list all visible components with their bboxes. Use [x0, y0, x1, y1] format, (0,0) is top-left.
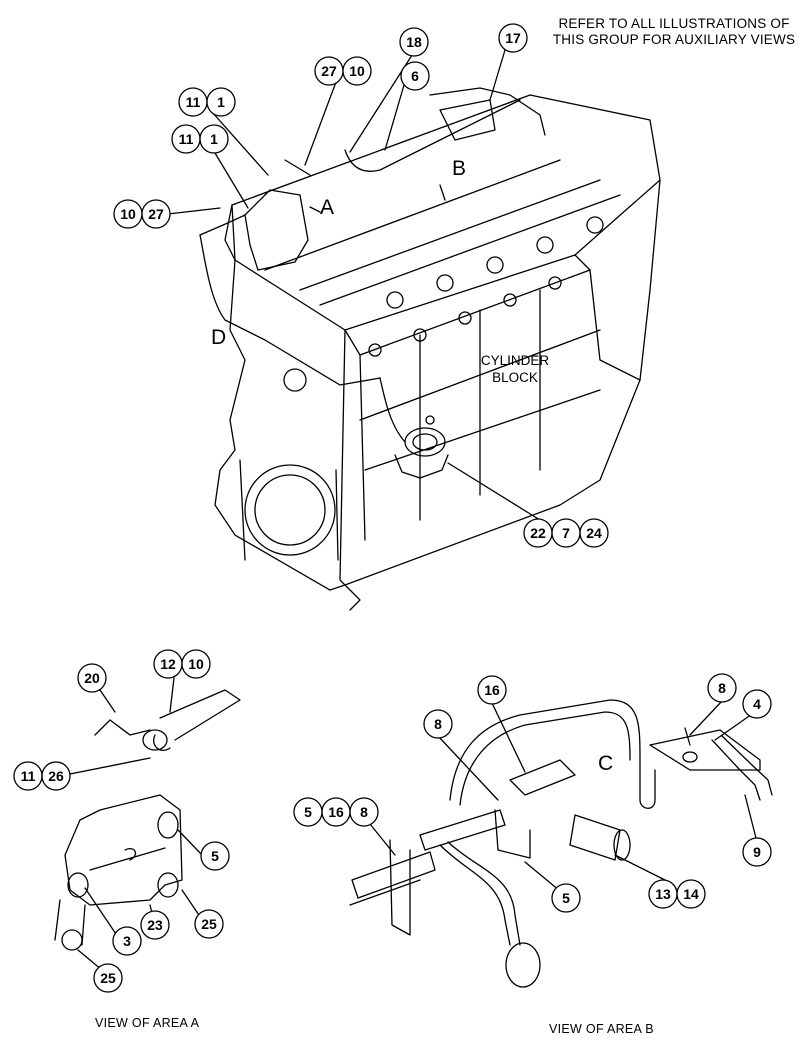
svg-text:13: 13	[655, 886, 671, 902]
callout-1-mid: 1	[199, 124, 229, 154]
svg-text:25: 25	[100, 970, 116, 986]
svg-text:10: 10	[349, 63, 365, 79]
svg-text:26: 26	[48, 768, 64, 784]
svg-text:11: 11	[186, 94, 201, 110]
svg-text:11: 11	[21, 768, 36, 784]
area-letter-d: D	[211, 326, 227, 349]
callout-5-view-b-left: 5	[293, 797, 323, 827]
callout-1-top: 1	[206, 87, 236, 117]
callout-23: 23	[140, 910, 170, 940]
svg-text:20: 20	[84, 670, 100, 686]
svg-text:1: 1	[210, 131, 218, 147]
callout-13: 13	[648, 879, 678, 909]
callout-26: 26	[41, 761, 71, 791]
callout-10-left: 10	[113, 199, 143, 229]
callout-7: 7	[551, 518, 581, 548]
callout-10-view-a: 10	[181, 649, 211, 679]
callout-16-view-b: 16	[477, 675, 507, 705]
view-b-leader-lines	[369, 700, 758, 892]
svg-text:18: 18	[406, 34, 422, 50]
callout-16-view-b-left: 16	[321, 797, 351, 827]
callout-5-view-a: 5	[200, 841, 230, 871]
callout-4: 4	[742, 689, 772, 719]
area-letter-a: A	[320, 196, 335, 219]
view-b-caption: VIEW OF AREA B	[549, 1022, 654, 1036]
callout-22: 22	[523, 518, 553, 548]
svg-text:5: 5	[304, 804, 312, 820]
svg-text:25: 25	[201, 916, 217, 932]
callout-10: 10	[342, 56, 372, 86]
reference-note-line-2: THIS GROUP FOR AUXILIARY VIEWS	[552, 32, 796, 47]
svg-text:27: 27	[321, 63, 337, 79]
callout-5-view-b: 5	[551, 883, 581, 913]
callout-3: 3	[112, 926, 142, 956]
svg-text:22: 22	[530, 525, 546, 541]
callout-8-view-b-top: 8	[423, 709, 453, 739]
view-a-caption: VIEW OF AREA A	[95, 1016, 200, 1030]
callout-8-view-b-right: 8	[707, 673, 737, 703]
svg-text:6: 6	[411, 68, 419, 84]
callout-25-bottom: 25	[93, 963, 123, 993]
svg-text:24: 24	[586, 525, 602, 541]
callout-18: 18	[399, 27, 429, 57]
callout-group: 18 17 27 10 6 11 1 11 1 10 27 22 7 24 20…	[13, 23, 772, 993]
svg-text:8: 8	[434, 716, 442, 732]
reference-note-line-1: REFER TO ALL ILLUSTRATIONS OF	[558, 16, 790, 31]
svg-text:7: 7	[562, 525, 570, 541]
svg-text:4: 4	[753, 696, 761, 712]
svg-text:27: 27	[148, 206, 164, 222]
svg-text:10: 10	[120, 206, 136, 222]
callout-27-left: 27	[141, 199, 171, 229]
callout-6: 6	[400, 61, 430, 91]
svg-text:14: 14	[683, 886, 699, 902]
callout-20: 20	[77, 663, 107, 693]
callout-27: 27	[314, 56, 344, 86]
callout-8-view-b-left: 8	[349, 797, 379, 827]
callout-11-view-a: 11	[13, 761, 43, 791]
view-a-drawing	[54, 689, 241, 951]
svg-text:10: 10	[188, 656, 204, 672]
svg-text:3: 3	[123, 933, 131, 949]
svg-text:8: 8	[718, 680, 726, 696]
cylinder-block-label-line-2: BLOCK	[492, 370, 538, 385]
callout-24: 24	[579, 518, 609, 548]
view-b-drawing	[349, 699, 773, 988]
engine-leader-lines	[167, 49, 541, 521]
callout-25-right: 25	[194, 909, 224, 939]
svg-text:5: 5	[562, 890, 570, 906]
reference-note: REFER TO ALL ILLUSTRATIONS OF THIS GROUP…	[548, 16, 800, 48]
callout-11-mid: 11	[171, 124, 201, 154]
callout-9: 9	[742, 837, 772, 867]
svg-text:23: 23	[147, 917, 163, 933]
svg-text:12: 12	[160, 656, 176, 672]
callout-17: 17	[498, 23, 528, 53]
svg-text:16: 16	[484, 682, 500, 698]
svg-text:9: 9	[753, 844, 761, 860]
cylinder-block-label-line-1: CYLINDER	[480, 353, 550, 368]
area-letter-b: B	[452, 157, 467, 180]
svg-text:16: 16	[328, 804, 344, 820]
svg-text:17: 17	[505, 30, 521, 46]
svg-text:5: 5	[211, 848, 219, 864]
callout-12: 12	[153, 649, 183, 679]
svg-text:11: 11	[179, 131, 194, 147]
svg-text:8: 8	[360, 804, 368, 820]
cylinder-block-label: CYLINDER BLOCK	[470, 352, 560, 386]
callout-11-top: 11	[178, 87, 208, 117]
engine-block-drawing	[199, 87, 661, 611]
svg-text:1: 1	[217, 94, 225, 110]
callout-14: 14	[676, 879, 706, 909]
area-letter-c: C	[598, 752, 614, 775]
